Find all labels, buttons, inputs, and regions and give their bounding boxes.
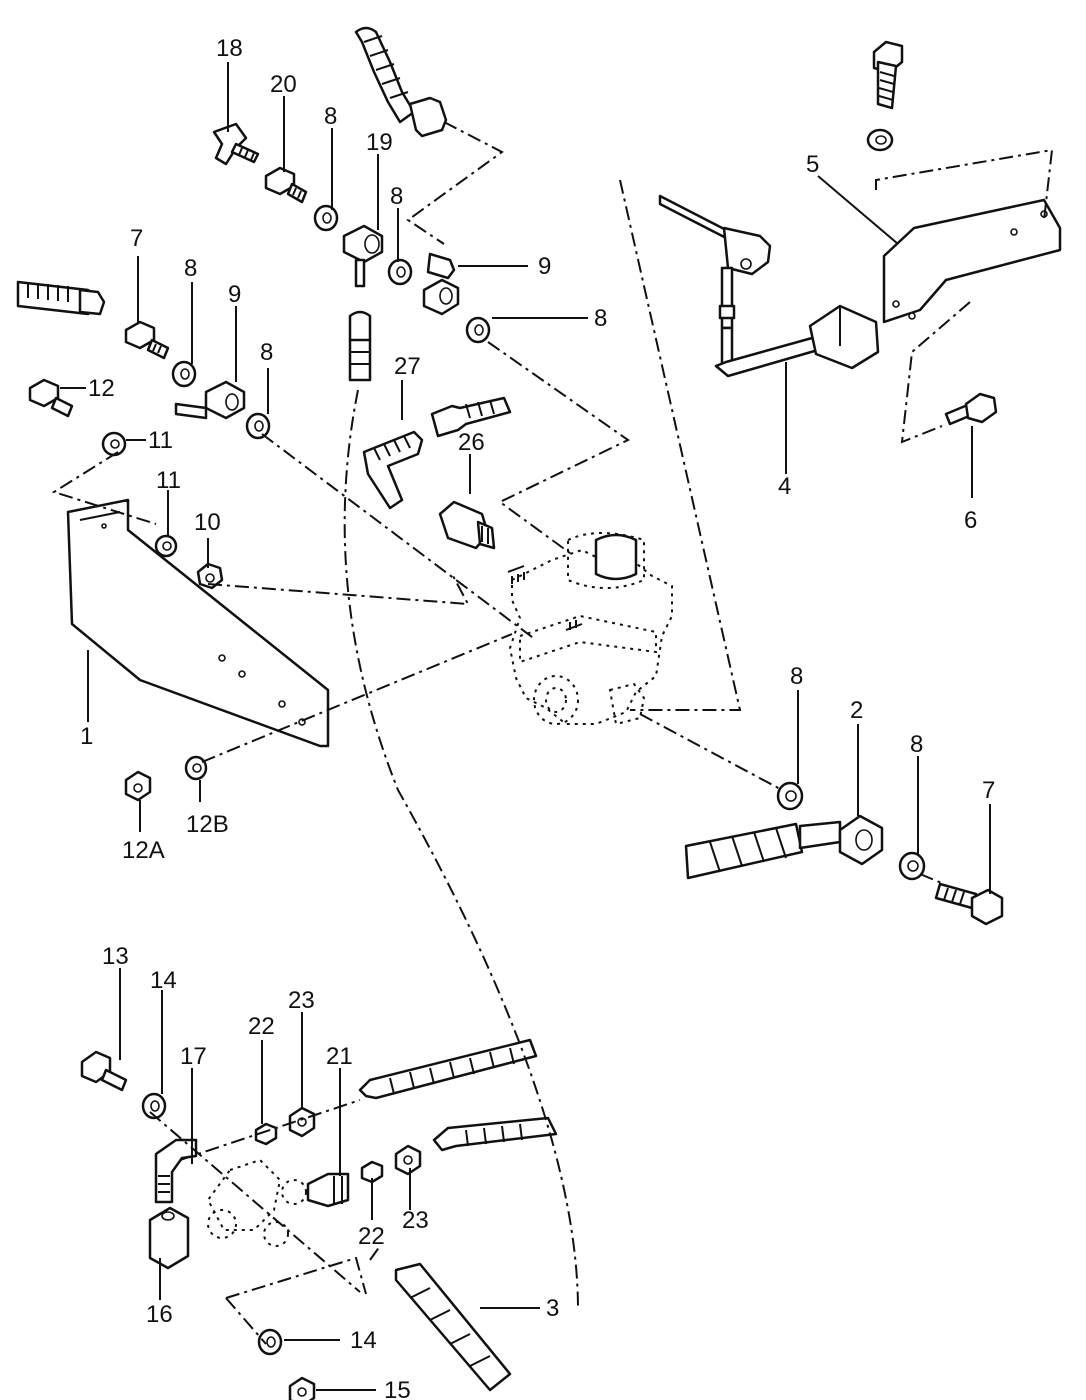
hose-stub-27 — [430, 396, 512, 438]
callout-12a: 12A — [122, 837, 165, 864]
callout-14: 14 — [150, 967, 177, 994]
washer-8-b — [387, 258, 413, 286]
bolt-6 — [944, 392, 998, 426]
washer-8-g — [898, 851, 926, 881]
callout-9: 9 — [228, 281, 241, 308]
callout-12b: 12B — [186, 811, 229, 838]
washer-8-e — [245, 412, 271, 440]
banjo-2 — [838, 814, 884, 866]
bolt-7-right — [934, 882, 1004, 926]
callout-8: 8 — [260, 339, 273, 366]
callout-8: 8 — [594, 305, 607, 332]
callout-20: 20 — [270, 71, 297, 98]
callout-11: 11 — [148, 427, 173, 454]
callout-21: 21 — [326, 1043, 353, 1070]
pipe-fitting-center — [348, 310, 372, 382]
callout-labels: 18 20 8 19 8 9 8 7 8 9 8 12 11 11 10 27 … — [80, 35, 995, 1400]
washer-11-a — [101, 431, 127, 457]
hose-2 — [684, 820, 842, 880]
callout-4: 4 — [778, 473, 791, 500]
callout-23: 23 — [402, 1207, 429, 1234]
nut-10 — [196, 562, 224, 590]
bolt-20 — [264, 166, 308, 204]
callout-18: 18 — [216, 35, 243, 62]
washer-8-d — [171, 360, 197, 388]
nut-22-b — [360, 1160, 384, 1184]
hose-bottom-long — [358, 1038, 538, 1100]
callout-22: 22 — [248, 1013, 275, 1040]
callout-8: 8 — [390, 183, 403, 210]
banjo-19 — [342, 224, 384, 288]
callout-26: 26 — [458, 429, 485, 456]
nut-22-a — [254, 1122, 278, 1146]
washer-8-a — [313, 204, 339, 232]
callout-7: 7 — [982, 777, 995, 804]
bolt-12 — [28, 378, 74, 418]
tee-16 — [148, 1206, 190, 1270]
nut-15 — [288, 1376, 316, 1400]
callout-15: 15 — [384, 1377, 411, 1400]
bracket-5 — [882, 198, 1062, 324]
callout-9: 9 — [538, 253, 551, 280]
callout-19: 19 — [366, 129, 393, 156]
fitting-26 — [438, 500, 496, 550]
callout-10: 10 — [194, 509, 221, 536]
elbow-17 — [154, 1138, 198, 1204]
callout-8: 8 — [184, 255, 197, 282]
hose-left — [16, 280, 106, 316]
callout-8: 8 — [910, 731, 923, 758]
bolt-7-left — [124, 320, 170, 360]
rod-assembly-4 — [658, 194, 880, 378]
washer-12b — [184, 755, 208, 781]
washer-14-a — [141, 1092, 167, 1120]
bolt-13 — [80, 1050, 128, 1092]
elbow-27 — [362, 430, 424, 510]
nut-12a — [124, 770, 152, 802]
callout-17: 17 — [180, 1043, 207, 1070]
nut-23-b — [394, 1144, 422, 1176]
valve-bottom — [206, 1158, 307, 1247]
callout-12: 12 — [88, 375, 115, 402]
washer-14-b — [257, 1328, 283, 1356]
callout-3: 3 — [546, 1295, 559, 1322]
callout-11: 11 — [156, 467, 181, 494]
hose-bottom-short — [432, 1116, 558, 1152]
washer-8-c — [465, 316, 491, 344]
callout-2: 2 — [850, 697, 863, 724]
callout-5: 5 — [806, 151, 819, 178]
callout-22: 22 — [358, 1223, 385, 1250]
assembly-lines — [51, 121, 1054, 1345]
valve-assembly — [507, 532, 673, 726]
callout-8: 8 — [790, 663, 803, 690]
banjo-9-top — [422, 252, 460, 316]
washer-11-b — [154, 534, 178, 558]
callout-6: 6 — [964, 507, 977, 534]
bracket-1 — [66, 498, 330, 748]
callout-16: 16 — [146, 1301, 173, 1328]
washer-8-f — [776, 781, 804, 811]
leader-lines — [60, 62, 991, 1391]
bolt-top-right — [872, 40, 904, 110]
wing-screw-18 — [212, 122, 260, 166]
hose-3 — [394, 1262, 512, 1392]
callout-13: 13 — [102, 943, 129, 970]
fitting-21 — [306, 1172, 350, 1208]
callout-8: 8 — [324, 103, 337, 130]
callout-23: 23 — [288, 987, 315, 1014]
callout-1: 1 — [80, 723, 93, 750]
banjo-9-left — [174, 380, 246, 420]
callout-7: 7 — [130, 225, 143, 252]
hose-top — [354, 26, 448, 138]
washer-top-right — [866, 128, 894, 152]
callout-27: 27 — [394, 353, 421, 380]
callout-14: 14 — [350, 1327, 377, 1354]
